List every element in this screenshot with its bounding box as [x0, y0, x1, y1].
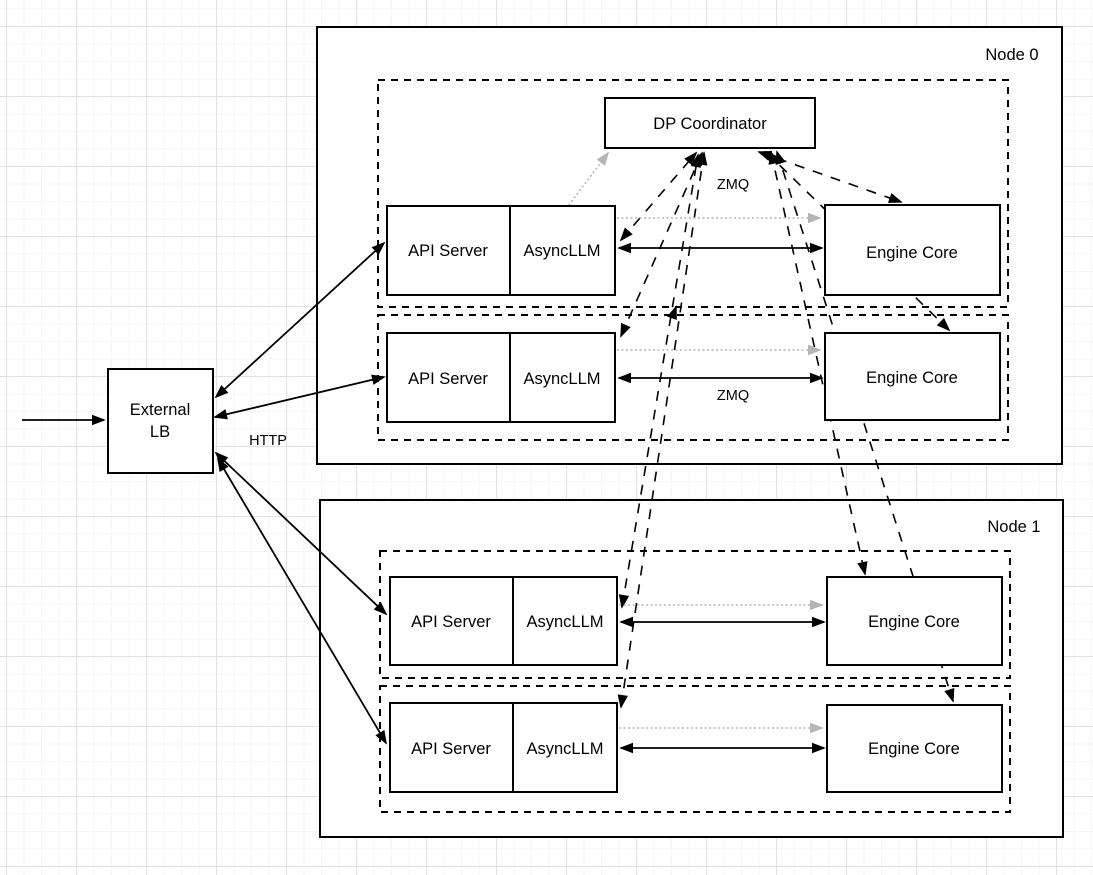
dp-coordinator-label: DP Coordinator: [653, 115, 767, 133]
engine-core-label-n1r0: Engine Core: [868, 613, 960, 631]
solid-edges: [22, 243, 824, 748]
engine-core-box-n0r0: [824, 204, 1001, 296]
asyncllm-label-n1r1: AsyncLLM: [526, 740, 603, 758]
engine-core-label-n1r1: Engine Core: [868, 740, 960, 758]
api-server-box-n1r0: [389, 576, 514, 666]
engine-core-box-n0r1: [824, 332, 1001, 421]
node0-label: Node 0: [985, 46, 1038, 64]
engine-core-label-n0r1: Engine Core: [866, 369, 958, 387]
dp-coordinator-box: [604, 97, 816, 149]
asyncllm-box-n0r1: [509, 332, 616, 423]
api-server-label-n1r0: API Server: [411, 613, 491, 631]
external-lb-label-line1: External: [130, 401, 191, 419]
edge-lb-api-n1r1: [218, 459, 386, 743]
asyncllm-box-n1r0: [512, 576, 618, 666]
asyncllm-label-n1r0: AsyncLLM: [526, 613, 603, 631]
dp-coordinator-group: DP Coordinator: [604, 97, 816, 149]
edge-midline-arrowhead: [672, 307, 677, 318]
asyncllm-box-n0r0: [509, 205, 616, 296]
api-server-label-n1r1: API Server: [411, 740, 491, 758]
asyncllm-label-n0r0: AsyncLLM: [523, 242, 600, 260]
api-server-box-n1r1: [389, 702, 514, 793]
asyncllm-label-n0r1: AsyncLLM: [523, 370, 600, 388]
api-server-box-n0r1: [386, 332, 511, 423]
edge-lb-api-n0r0: [216, 243, 384, 397]
api-server-box-n0r0: [386, 205, 511, 296]
zmq-label-top: ZMQ: [717, 177, 749, 193]
zmq-label-bottom: ZMQ: [717, 388, 749, 404]
external-lb-label-line2: LB: [150, 423, 170, 441]
http-label: HTTP: [249, 433, 287, 449]
external-lb-box: [107, 368, 214, 474]
asyncllm-box-n1r1: [512, 702, 618, 793]
engine-core-box-n1r0: [826, 576, 1003, 666]
api-server-label-n0r0: API Server: [408, 242, 488, 260]
node1-label: Node 1: [987, 518, 1040, 536]
api-server-label-n0r1: API Server: [408, 370, 488, 388]
engine-core-label-n0r0: Engine Core: [866, 244, 958, 262]
edge-lb-api-n0r1: [215, 377, 384, 417]
engine-core-box-n1r1: [826, 704, 1003, 793]
